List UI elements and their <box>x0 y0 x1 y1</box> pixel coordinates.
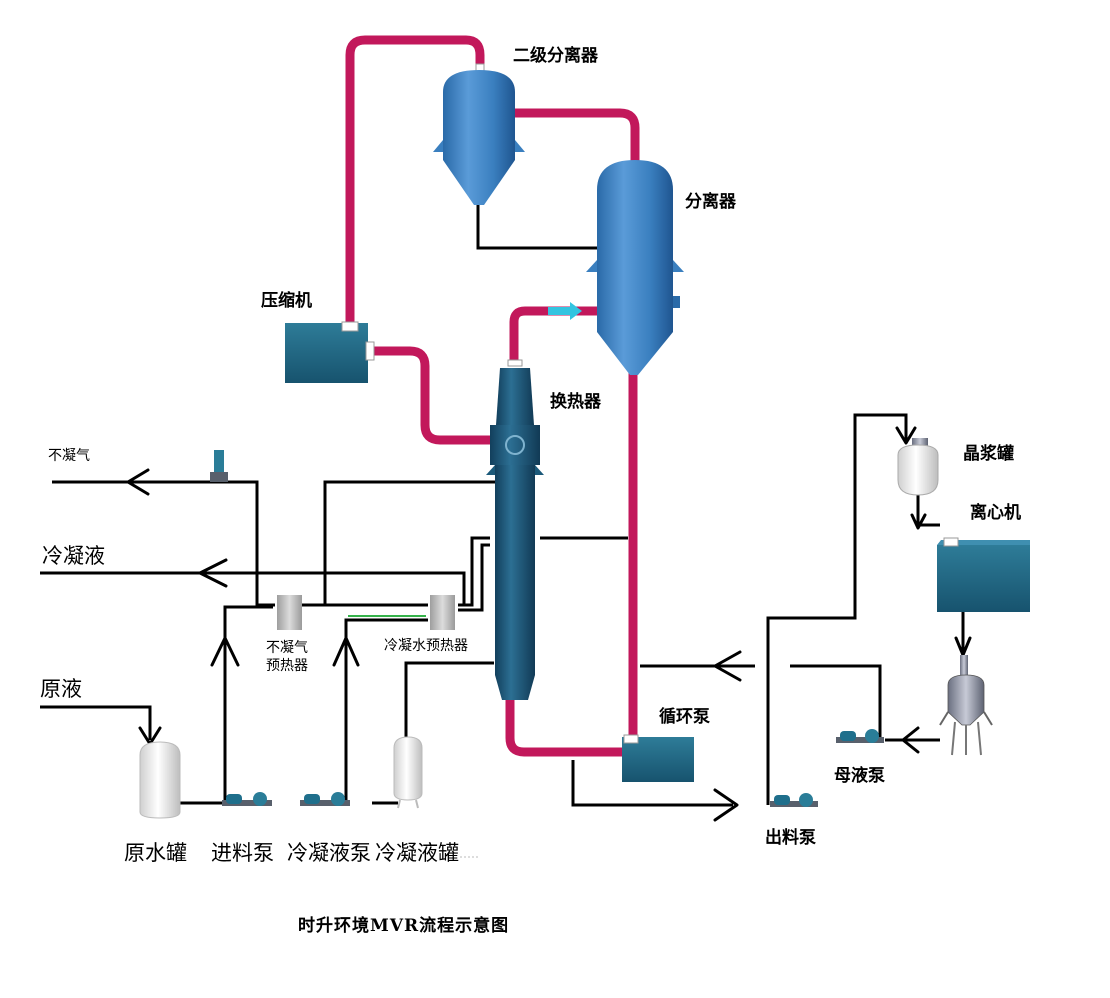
centrifuge <box>937 537 1030 612</box>
circulation-pump <box>622 734 694 782</box>
raw-water-tank <box>139 741 181 819</box>
secondary-separator <box>433 63 525 205</box>
label-raw-liquid: 原液 <box>40 677 82 701</box>
valve-icon <box>210 450 228 482</box>
label-crystal-slurry-tank: 晶浆罐 <box>963 444 1014 464</box>
label-raw-water-tank: 原水罐 <box>124 841 187 865</box>
label-nc-preheater-line1: 不凝气 <box>266 640 308 656</box>
label-secondary-separator: 二级分离器 <box>513 46 598 66</box>
label-circulation-pump: 循环泵 <box>659 707 710 727</box>
flow-arrows <box>126 426 972 822</box>
pump-icon <box>222 729 884 807</box>
condensate-tank <box>393 736 423 809</box>
label-nc-preheater-line2: 预热器 <box>266 657 308 674</box>
label-mother-liquor-pump: 母液泵 <box>834 766 885 786</box>
compressor <box>285 321 375 383</box>
label-noncondensable-gas: 不凝气 <box>48 448 90 464</box>
vapor-pipes <box>345 35 640 757</box>
heat-exchanger <box>486 359 544 700</box>
label-condensate-preheater: 冷凝水预热器 <box>384 638 468 654</box>
mother-liquor-tank <box>939 655 993 756</box>
label-centrifuge: 离心机 <box>970 503 1021 523</box>
label-condensate-tank: 冷凝液罐 <box>375 841 459 865</box>
label-discharge-pump: 出料泵 <box>765 828 816 848</box>
label-feed-pump: 进料泵 <box>211 841 274 865</box>
label-heat-exchanger: 换热器 <box>550 392 601 412</box>
label-condensate-pump: 冷凝液泵 <box>287 841 371 865</box>
label-nc-preheater: 不凝气 预热器 <box>266 640 308 675</box>
cyan-flow-arrow <box>548 302 582 320</box>
page-title: 时升环境MVR流程示意图 <box>298 916 510 936</box>
separator <box>586 160 684 375</box>
condensate-preheater <box>430 595 455 630</box>
crystal-slurry-tank <box>897 438 939 496</box>
label-compressor: 压缩机 <box>261 291 312 311</box>
noncondensable-preheater <box>277 595 302 630</box>
process-lines <box>40 205 965 807</box>
label-condensate: 冷凝液 <box>42 544 105 568</box>
label-separator: 分离器 <box>685 192 736 212</box>
